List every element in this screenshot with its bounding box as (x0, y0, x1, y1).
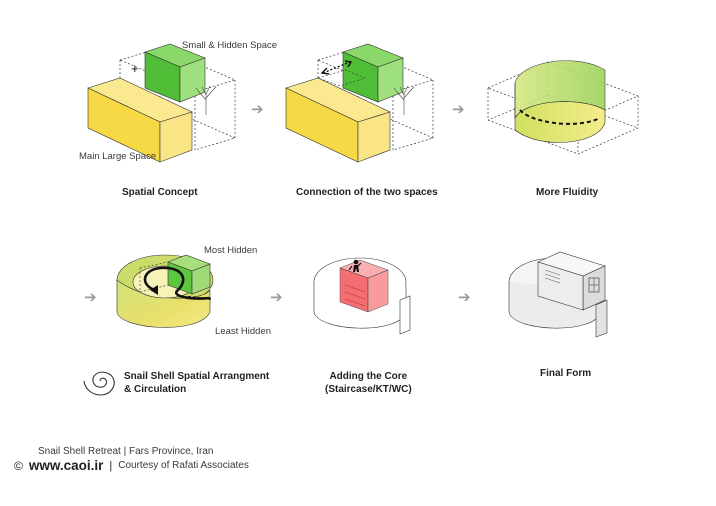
fluidity-diagram (487, 60, 639, 155)
project-title: Snail Shell Retreat | Fars Province, Ira… (38, 446, 214, 457)
caption-more-fluidity: More Fluidity (536, 187, 599, 198)
arrow-icon: ➔ (452, 101, 465, 118)
caption-adding-core: Adding the Core (Staircase/KT/WC) (325, 370, 412, 396)
tree-icon (195, 85, 217, 115)
label-small-hidden-space: Small & Hidden Space (182, 40, 278, 51)
snail-spiral-icon (83, 371, 115, 396)
caption-snail-shell: Snail Shell Spatial Arrangment & Circula… (124, 370, 269, 396)
double-arrow-icon (320, 60, 353, 75)
arrow-icon: ➔ (458, 289, 471, 306)
arrow-icon: ➔ (84, 289, 97, 306)
label-main-large-space: Main Large Space (79, 151, 157, 162)
footer-credit-line: © www.caoi.ir | Courtesy of Rafati Assoc… (14, 458, 249, 473)
arrow-icon: ➔ (270, 289, 283, 306)
snail-arrangement-diagram (116, 254, 214, 328)
connection-diagram (285, 43, 435, 163)
final-form-diagram (508, 251, 608, 338)
caption-spatial-concept: Spatial Concept (122, 187, 198, 198)
footer-separator: | (109, 459, 113, 472)
caption-adding-core-line2: (Staircase/KT/WC) (325, 384, 412, 395)
arrow-icon: ➔ (251, 101, 264, 118)
label-least-hidden: Least Hidden (215, 326, 271, 337)
caption-snail-shell-line2: & Circulation (124, 384, 187, 395)
person-icon (348, 259, 362, 272)
caption-connection: Connection of the two spaces (296, 187, 438, 198)
caption-final-form: Final Form (540, 368, 592, 379)
plus-icon: + (131, 61, 139, 76)
courtesy-credit: Courtesy of Rafati Associates (118, 460, 249, 471)
spatial-concept-diagram: + (87, 43, 237, 163)
website-link[interactable]: www.caoi.ir (28, 458, 104, 473)
caption-snail-shell-line1: Snail Shell Spatial Arrangment (124, 371, 270, 382)
label-most-hidden: Most Hidden (204, 245, 258, 256)
core-diagram (313, 257, 411, 335)
caption-adding-core-line1: Adding the Core (329, 371, 408, 382)
tree-icon (393, 85, 415, 115)
copyright-symbol: © (14, 458, 23, 473)
